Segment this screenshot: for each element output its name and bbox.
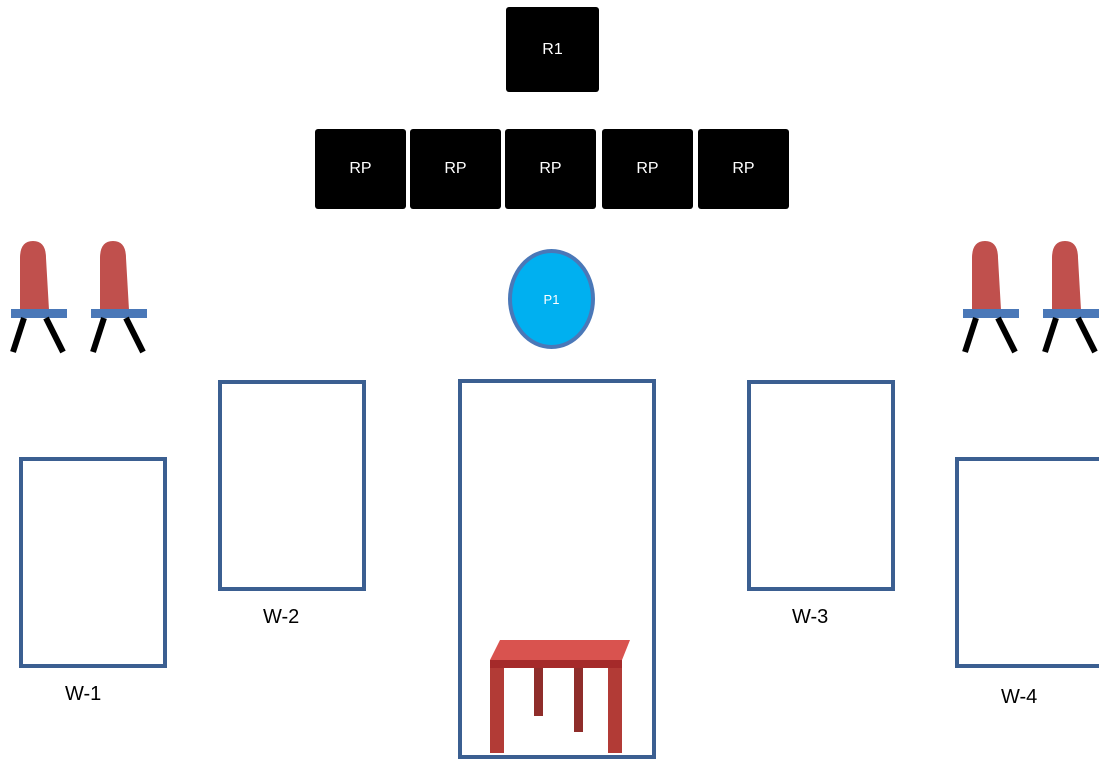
panel-block: RP xyxy=(698,129,789,209)
panel-block-label: RP xyxy=(349,160,372,177)
chair-icon xyxy=(962,241,1019,354)
panel-block: RP xyxy=(505,129,596,209)
panel-block-label: RP xyxy=(732,160,755,177)
panel-block: RP xyxy=(410,129,501,209)
panel-block: RP xyxy=(602,129,693,209)
window-w3-label: W-3 xyxy=(792,606,829,628)
panel-block-label: RP xyxy=(444,160,467,177)
node-p1-label: P1 xyxy=(543,291,560,307)
window-w2-frame xyxy=(218,380,366,591)
window-w4-frame xyxy=(955,457,1099,668)
panel-block-label: RP xyxy=(539,160,562,177)
window-w3-frame xyxy=(747,380,895,591)
window-w2-label: W-2 xyxy=(263,606,300,628)
node-p1: P1 xyxy=(508,249,595,349)
chair-icon xyxy=(1042,241,1099,354)
panel-block: RP xyxy=(315,129,406,209)
table-icon xyxy=(490,640,630,753)
chair-icon xyxy=(90,241,147,354)
block-r1: R1 xyxy=(506,7,599,92)
window-w4-label: W-4 xyxy=(1001,686,1038,708)
window-w1-frame xyxy=(19,457,167,668)
window-w1-label: W-1 xyxy=(65,683,102,705)
block-r1-label: R1 xyxy=(542,40,563,58)
panel-block-label: RP xyxy=(636,160,659,177)
chair-icon xyxy=(10,241,67,354)
